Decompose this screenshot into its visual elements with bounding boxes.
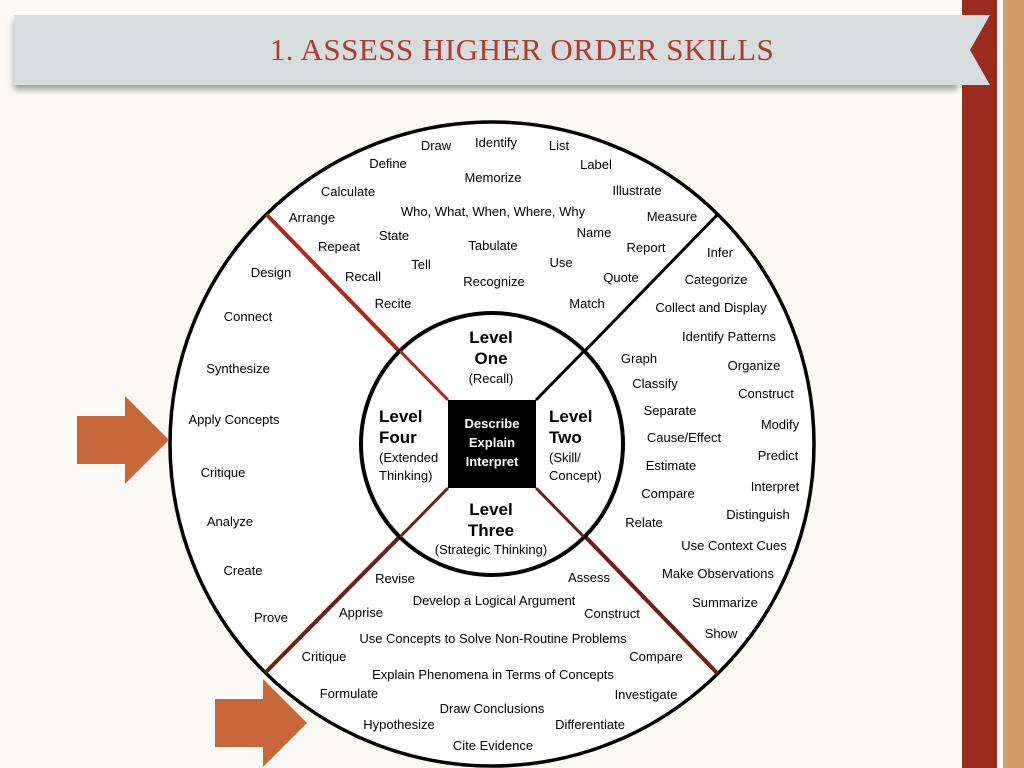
inner-divider-upper-left xyxy=(398,349,450,402)
level-one-word: Quote xyxy=(603,270,638,285)
level-one-word: Identify xyxy=(475,135,517,150)
level-one-sub: (Recall) xyxy=(469,371,514,386)
level-two-word: Show xyxy=(705,626,738,641)
level-three-word: Investigate xyxy=(615,687,678,702)
center-box xyxy=(448,400,536,488)
level-one-label: One xyxy=(474,349,507,368)
level-three-label: Three xyxy=(468,521,514,540)
level-three-sub: (Strategic Thinking) xyxy=(435,542,547,557)
level-four-word: Design xyxy=(251,265,291,280)
level-three-word: Apprise xyxy=(339,605,383,620)
side-stripe-gap xyxy=(997,0,1003,768)
level-three-word: Differentiate xyxy=(555,717,625,732)
level-one-word: Recognize xyxy=(463,274,524,289)
level-two-word: Identify Patterns xyxy=(682,329,776,344)
level-four-sub: (Extended xyxy=(379,450,438,465)
level-three-word: Develop a Logical Argument xyxy=(413,593,576,608)
level-two-word: Organize xyxy=(728,358,781,373)
level-two-sub: Concept) xyxy=(549,468,602,483)
level-two-word: Distinguish xyxy=(726,507,790,522)
level-three-word: Use Concepts to Solve Non-Routine Proble… xyxy=(359,631,627,646)
level-two-word: Collect and Display xyxy=(655,300,767,315)
inner-divider-lower-left xyxy=(398,486,450,539)
level-four-sub: Thinking) xyxy=(379,468,432,483)
level-one-word: Measure xyxy=(647,209,698,224)
level-one-word: State xyxy=(379,228,409,243)
level-three-word: Compare xyxy=(629,649,682,664)
level-four-label: Level xyxy=(379,407,422,426)
level-one-word: Match xyxy=(569,296,604,311)
level-three-word: Explain Phenomena in Terms of Concepts xyxy=(372,667,614,682)
level-two-word: Categorize xyxy=(685,272,748,287)
level-one-word: Label xyxy=(580,157,612,172)
level-three-word: Assess xyxy=(568,570,610,585)
level-one-label: Level xyxy=(469,328,512,347)
level-two-word: Modify xyxy=(761,417,800,432)
inner-divider-upper-right xyxy=(534,349,586,402)
slide-title: 1. ASSESS HIGHER ORDER SKILLS xyxy=(269,32,775,67)
level-three-word: Cite Evidence xyxy=(453,738,533,753)
level-three-label: Level xyxy=(469,500,512,519)
level-two-word: Predict xyxy=(758,448,799,463)
level-two-word: Construct xyxy=(738,386,794,401)
level-three-word: Construct xyxy=(584,606,640,621)
level-one-word: Arrange xyxy=(289,210,335,225)
level-one-word: Illustrate xyxy=(612,183,661,198)
level-three-word: Draw Conclusions xyxy=(440,701,545,716)
level-one-word: Recite xyxy=(375,296,412,311)
level-two-label: Two xyxy=(549,428,582,447)
level-one-word: Repeat xyxy=(318,239,360,254)
level-one-word: Report xyxy=(626,240,665,255)
level-two-word: Graph xyxy=(621,351,657,366)
level-one-word: Calculate xyxy=(321,184,375,199)
level-two-word: Separate xyxy=(644,403,697,418)
level-one-word: Tabulate xyxy=(468,238,517,253)
level-four-word: Connect xyxy=(224,309,273,324)
right-arrow-icon xyxy=(77,396,169,484)
right-arrow-icon xyxy=(215,679,307,767)
side-stripe-red xyxy=(962,0,1003,768)
level-two-word: Interpret xyxy=(751,479,800,494)
level-three-word: Hypothesize xyxy=(363,717,435,732)
level-four-word: Create xyxy=(223,563,262,578)
level-two-label: Level xyxy=(549,407,592,426)
title-banner xyxy=(14,15,958,85)
banner-notch xyxy=(940,15,990,85)
level-one-word: Define xyxy=(369,156,407,171)
level-one-word: Name xyxy=(577,225,612,240)
level-three-word: Formulate xyxy=(320,686,379,701)
level-two-word: Classify xyxy=(632,376,678,391)
level-two-word: Estimate xyxy=(646,458,697,473)
center-line: Describe xyxy=(465,416,520,431)
level-four-word: Prove xyxy=(254,610,288,625)
level-one-word: Use xyxy=(549,255,572,270)
level-three-word: Revise xyxy=(375,571,415,586)
level-two-word: Infer xyxy=(707,245,734,260)
inner-divider-lower-right xyxy=(534,486,586,539)
level-one-word: Recall xyxy=(345,269,381,284)
level-two-word: Summarize xyxy=(692,595,758,610)
level-one-word: List xyxy=(549,138,570,153)
level-four-label: Four xyxy=(379,428,417,447)
level-two-word: Make Observations xyxy=(662,566,774,581)
level-two-sub: (Skill/ xyxy=(549,450,581,465)
level-one-word: Memorize xyxy=(464,170,521,185)
level-two-word: Cause/Effect xyxy=(647,430,722,445)
level-four-word: Analyze xyxy=(207,514,253,529)
level-two-word: Use Context Cues xyxy=(681,538,787,553)
center-line: Explain xyxy=(469,435,515,450)
level-four-word: Synthesize xyxy=(206,361,270,376)
level-one-word: Who, What, When, Where, Why xyxy=(401,204,586,219)
level-one-word: Draw xyxy=(421,138,452,153)
level-two-word: Relate xyxy=(625,515,663,530)
center-line: Interpret xyxy=(466,454,519,469)
side-stripe-tan xyxy=(1003,0,1024,768)
level-one-word: Tell xyxy=(411,257,431,272)
level-three-word: Critique xyxy=(302,649,347,664)
level-two-word: Compare xyxy=(641,486,694,501)
level-four-word: Apply Concepts xyxy=(188,412,280,427)
level-four-word: Critique xyxy=(201,465,246,480)
